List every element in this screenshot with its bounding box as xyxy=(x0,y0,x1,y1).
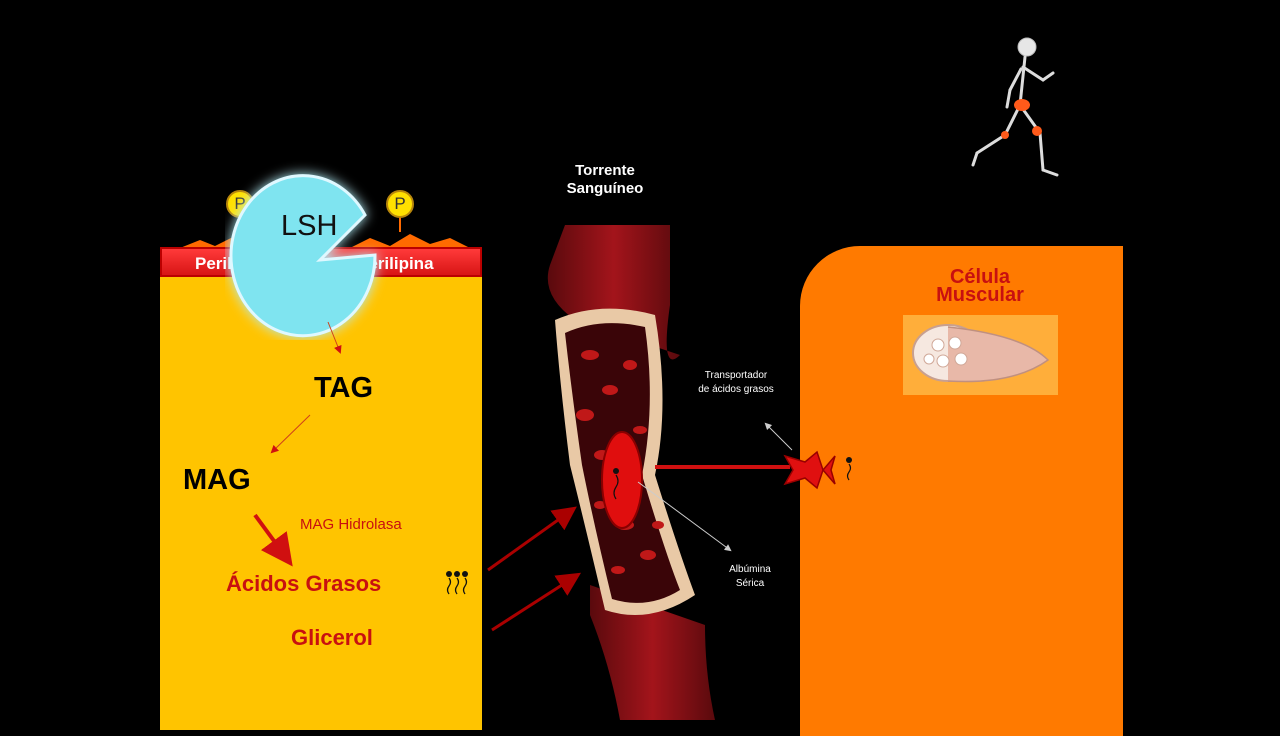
fatty-acids-label: Ácidos Grasos xyxy=(226,571,382,596)
muscle-cell-title: Célula Muscular xyxy=(880,266,1080,306)
mag-label: MAG xyxy=(183,464,251,496)
albumin-label-line2: Sérica xyxy=(735,578,765,589)
blood-title-line2: Sanguíneo xyxy=(566,180,644,197)
transporter-pointer xyxy=(764,422,793,451)
phosphate-badge-right: P xyxy=(386,190,414,218)
glycerol-label: Glicerol xyxy=(291,625,373,650)
muscle-fiber-image xyxy=(903,315,1058,395)
fatty-acid-transporter xyxy=(783,450,852,490)
transporter-label: Transportador de ácidos grasos xyxy=(686,369,786,397)
albumin-label: Albúmina Sérica xyxy=(715,563,785,591)
muscle-title-line2: Muscular xyxy=(936,284,1024,306)
transporter-label-line2: de ácidos grasos xyxy=(698,384,774,395)
transporter-label-line1: Transportador xyxy=(704,370,768,381)
adipocyte-arrows xyxy=(253,321,342,567)
mag-hydrolase-label: MAG Hidrolasa xyxy=(300,516,402,533)
p-stem-right xyxy=(399,212,401,232)
blood-vessel xyxy=(547,225,715,720)
tag-label: TAG xyxy=(314,372,374,404)
lsh-enzyme-shape xyxy=(229,174,377,338)
lsh-label: LSH xyxy=(281,210,338,242)
fatty-acid-icon xyxy=(446,571,468,595)
albumin-pointer xyxy=(637,481,732,552)
release-arrows xyxy=(487,506,582,632)
muscle-title-line1: Célula xyxy=(949,266,1011,288)
albumin-label-line1: Albúmina xyxy=(729,564,771,575)
muscle-fiber-icon xyxy=(912,324,1050,383)
adipocyte-cell xyxy=(160,270,482,730)
blood-title-line1: Torrente xyxy=(575,162,635,179)
blood-stream-title: Torrente Sanguíneo xyxy=(540,162,670,198)
running-skeleton-icon xyxy=(971,37,1059,177)
transport-line xyxy=(655,465,790,469)
